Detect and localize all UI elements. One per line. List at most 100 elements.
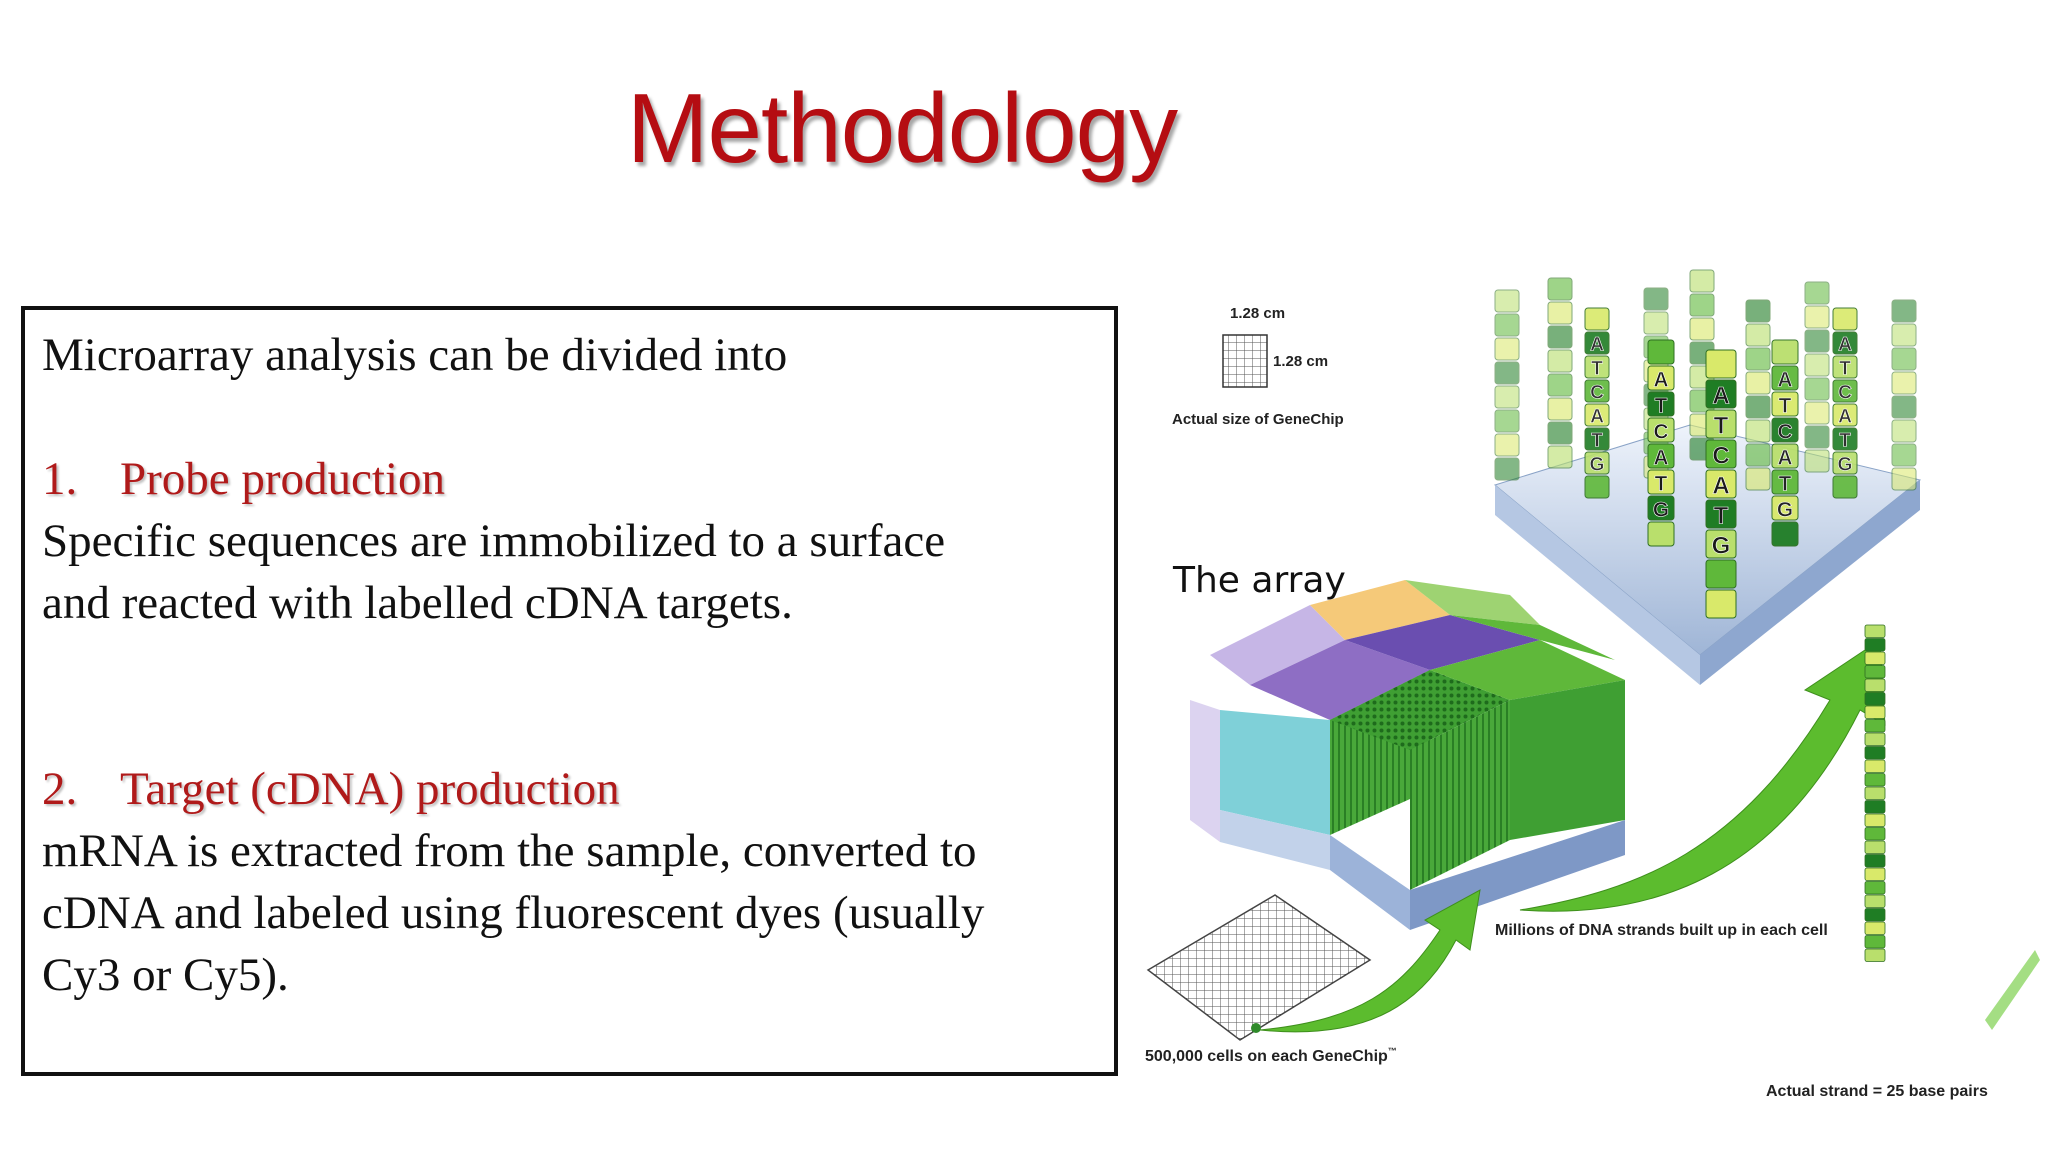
probe-cell [1584,331,1610,355]
probe-cell [1832,475,1858,499]
base-pair-segment [1864,678,1886,692]
base-pair-segment [1864,773,1886,787]
probe-cell [1705,589,1737,619]
sequence-letter: A [1590,335,1604,356]
sequence-letter: A [1653,446,1668,469]
probe-cell [1705,439,1737,469]
strand-glow [1985,950,2040,1030]
probe-cell [1832,355,1858,379]
probe-cell [1647,495,1675,521]
probe-column [1547,277,1573,469]
probe-cell [1705,529,1737,559]
base-pair-segment [1864,840,1886,854]
sequence-letter: C [1653,420,1668,443]
probe-cell [1745,323,1771,347]
probe-cell [1547,277,1573,301]
probe-cell [1771,443,1799,469]
sequence-letter: T [1655,472,1668,495]
probe-cell [1494,409,1520,433]
probe-cell [1771,495,1799,521]
sequence-letter: A [1590,407,1604,428]
probe-column [1891,299,1917,491]
base-pair-segment [1864,651,1886,665]
base-pair-segment [1864,894,1886,908]
probe-cell [1745,299,1771,323]
base-pair-segment [1864,705,1886,719]
probe-cell [1745,467,1771,491]
slide-title: Methodology [626,73,1178,183]
base-pair-segment [1864,786,1886,800]
base-pair-segment [1864,827,1886,841]
probe-column [1804,281,1830,473]
probe-cell [1494,313,1520,337]
probe-cell [1647,469,1675,495]
base-pair-segment [1864,692,1886,706]
array-cube [1190,580,1625,930]
probe-cell [1745,395,1771,419]
probe-cell [1705,409,1737,439]
section-body-line: and reacted with labelled cDNA targets. [42,577,793,629]
sequence-letter: T [1714,412,1729,439]
sequence-letter: T [1779,472,1792,495]
probe-cell [1832,379,1858,403]
base-pair-segment [1864,638,1886,652]
probe-cell [1804,377,1830,401]
probe-cell [1647,339,1675,365]
base-pair-segment [1864,881,1886,895]
probe-cell [1832,403,1858,427]
array-label: The array [1172,560,1346,601]
base-pair-segment [1864,746,1886,760]
probe-cell [1745,347,1771,371]
cell-grid: 500,000 cells on each GeneChip™ [1145,894,1397,1065]
sequence-letter: A [1838,335,1852,356]
strand-caption: Actual strand = 25 base pairs [1766,1083,1988,1100]
single-strand [1864,624,1886,962]
probe-cell [1804,305,1830,329]
probe-cell [1647,365,1675,391]
probe-cell [1771,339,1799,365]
probe-cell [1584,307,1610,331]
base-pair-segment [1864,867,1886,881]
base-pair-segment [1864,908,1886,922]
probe-cell [1804,353,1830,377]
probe-cell [1705,559,1737,589]
probe-cell [1584,427,1610,451]
probe-cell [1705,379,1737,409]
cells-caption: 500,000 cells on each GeneChip™ [1145,1046,1397,1065]
probe-cell [1584,403,1610,427]
base-pair-segment [1864,948,1886,962]
base-pair-segment [1864,624,1886,638]
probe-cell [1804,449,1830,473]
sequence-letter: G [1590,455,1605,476]
probe-cell [1804,401,1830,425]
probe-cell [1689,317,1715,341]
probe-cell [1804,329,1830,353]
sequence-letter: A [1777,446,1792,469]
probe-column [1745,299,1771,491]
probe-cell [1494,457,1520,481]
probe-cell [1771,391,1799,417]
section-heading-text: Target (cDNA) production [120,763,620,815]
probe-cell [1547,349,1573,373]
chip-square [1222,334,1268,388]
probe-cell [1647,391,1675,417]
probe-cell [1494,337,1520,361]
probe-cell [1494,385,1520,409]
sequence-letter: G [1653,498,1669,521]
sequence-letter: T [1839,359,1851,380]
chip-actual-size: 1.28 cm 1.28 cm Actual size of GeneChip [1172,305,1344,428]
sequence-letter: T [1591,431,1603,452]
section-body-line: Specific sequences are immobilized to a … [42,515,946,567]
probe-cell [1547,397,1573,421]
arrow-icon [1259,889,1481,1033]
sequence-letter: T [1591,359,1603,380]
probe-cell [1891,395,1917,419]
probe-cell [1705,469,1737,499]
probe-cell [1891,443,1917,467]
sequence-letter: C [1712,442,1729,469]
probe-cell [1771,365,1799,391]
probe-cell [1647,417,1675,443]
